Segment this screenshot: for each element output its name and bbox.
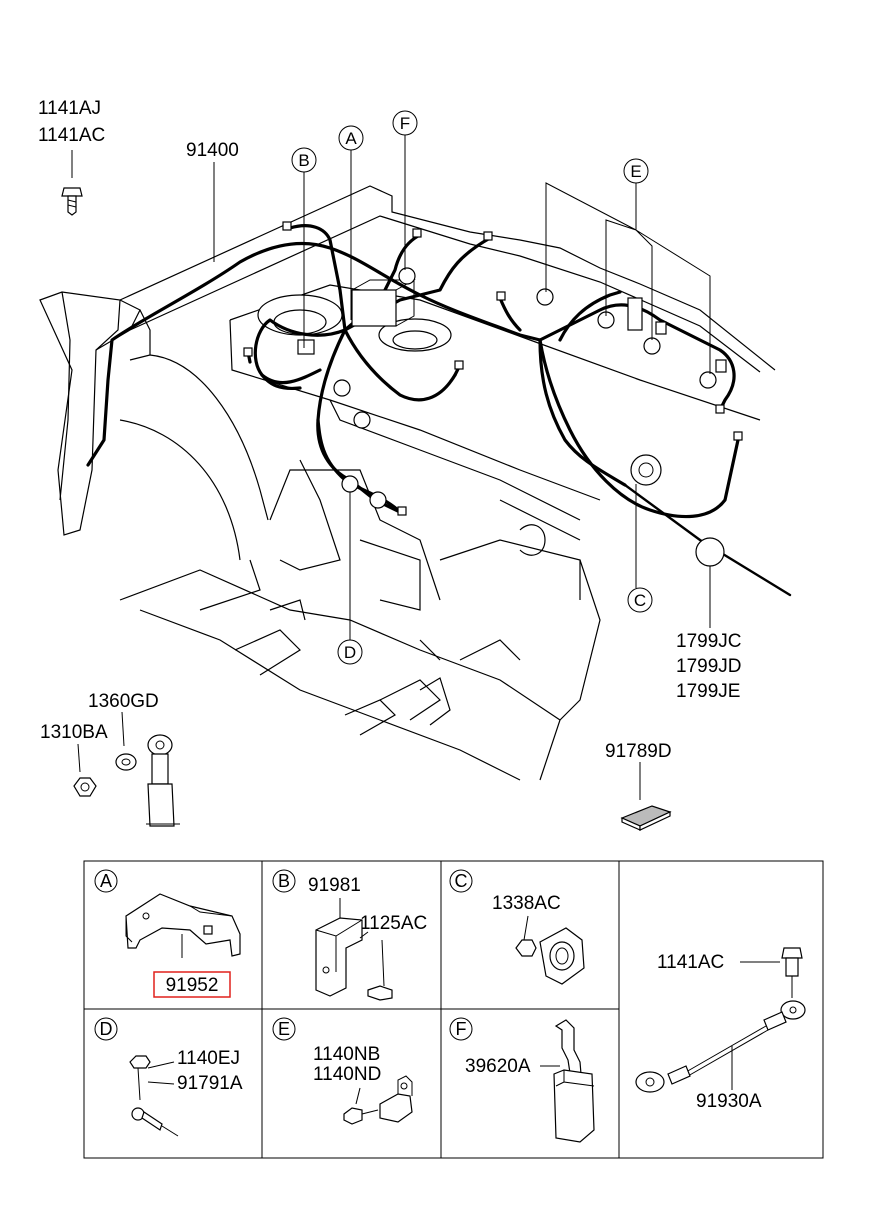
label-1140ND: 1140ND	[313, 1064, 381, 1085]
svg-text:D: D	[100, 1019, 113, 1039]
strap-bolt-drawing	[781, 947, 803, 998]
label-1799JD: 1799JD	[676, 656, 742, 677]
part-labels: 1141AJ 1141AC 91400 1799JC 1799JD 1799JE…	[38, 98, 742, 762]
cable-tie-91789D	[620, 805, 672, 831]
bolt-1125AC-drawing	[367, 939, 393, 1001]
detail-panel-f: F 39620A	[449, 1017, 595, 1143]
part-91952-highlight	[153, 971, 231, 998]
callout-e: E	[623, 158, 649, 184]
detail-panel-ground-strap: 1141AC 91930A	[635, 947, 806, 1112]
label-39620A: 39620A	[465, 1056, 531, 1077]
label-1140EJ: 1140EJ	[177, 1048, 240, 1069]
bracket-91981-drawing	[315, 898, 369, 997]
nut-1310BA	[73, 777, 97, 797]
svg-text:E: E	[278, 1019, 290, 1039]
label-91952: 91952	[166, 975, 219, 996]
callout-c: C	[627, 587, 653, 613]
svg-text:C: C	[455, 871, 468, 891]
detail-panel-a: A 91952	[94, 869, 241, 998]
label-91400: 91400	[186, 140, 239, 161]
ring-terminal-drawing	[131, 1107, 179, 1137]
detail-panel-c: C 1338AC	[449, 869, 585, 985]
detail-panel-d: D 1140EJ 91791A	[94, 1017, 243, 1137]
callout-b: B	[291, 147, 317, 173]
washer-1360GD	[115, 753, 137, 771]
harness-91400	[86, 221, 792, 597]
detail-table	[83, 860, 824, 1159]
callout-f: F	[392, 110, 418, 136]
svg-text:A: A	[345, 129, 357, 148]
svg-text:D: D	[344, 643, 356, 662]
clip-bracket-drawing	[379, 1075, 413, 1123]
callout-a: A	[338, 125, 364, 151]
label-1125AC: 1125AC	[360, 913, 427, 934]
label-91930A: 91930A	[696, 1091, 762, 1112]
label-1140NB: 1140NB	[313, 1044, 380, 1065]
label-91791A: 91791A	[177, 1073, 243, 1094]
detail-panel-b: B 91981 1125AC	[272, 869, 427, 1001]
label-1141AC: 1141AC	[38, 125, 105, 146]
relay-drawing	[553, 1019, 595, 1143]
label-1338AC: 1338AC	[492, 893, 561, 914]
battery-cable-terminal	[146, 734, 180, 827]
svg-text:A: A	[100, 871, 112, 891]
label-1141AJ: 1141AJ	[38, 98, 101, 119]
label-91789D: 91789D	[605, 741, 672, 762]
label-1141AC-strap: 1141AC	[657, 952, 724, 973]
label-1310BA: 1310BA	[40, 722, 108, 743]
svg-text:F: F	[400, 114, 410, 133]
bracket-91952-drawing	[125, 893, 241, 958]
ground-strap-drawing	[635, 1000, 806, 1093]
svg-text:B: B	[298, 151, 309, 170]
label-1799JE: 1799JE	[676, 681, 740, 702]
label-1360GD: 1360GD	[88, 691, 159, 712]
grommet-drawing	[539, 927, 585, 985]
detail-panel-e: E 1140NB 1140ND	[272, 1017, 413, 1125]
callout-leaders	[71, 135, 711, 800]
svg-text:E: E	[630, 162, 641, 181]
bolt-1141AJ	[61, 187, 83, 216]
svg-text:F: F	[456, 1019, 467, 1039]
svg-text:C: C	[634, 591, 646, 610]
label-1799JC: 1799JC	[676, 631, 742, 652]
label-91981: 91981	[308, 875, 361, 896]
svg-text:B: B	[278, 871, 290, 891]
callout-d: D	[337, 639, 363, 665]
